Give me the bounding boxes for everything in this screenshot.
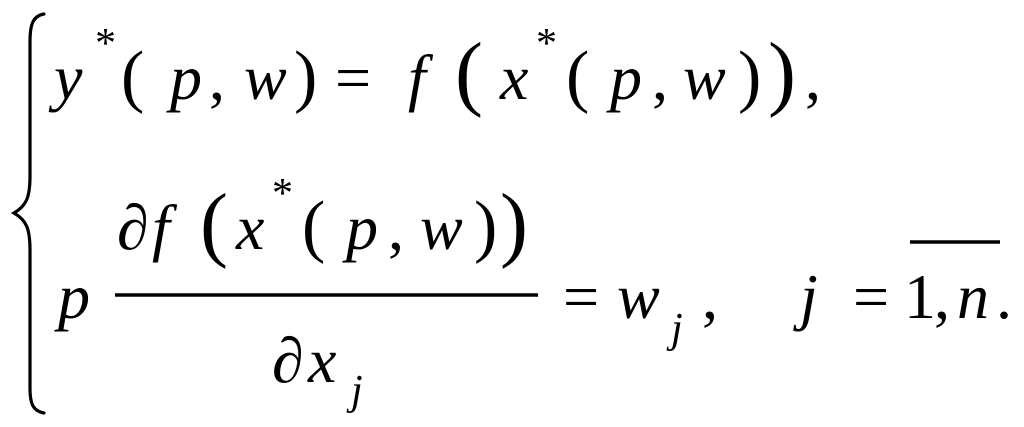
trailing-comma: , — [805, 42, 821, 113]
comma: , — [209, 42, 225, 113]
x-symbol: x — [307, 325, 336, 396]
period: . — [996, 261, 1012, 332]
comma: , — [652, 42, 668, 113]
function-f: f — [152, 192, 178, 263]
wage-symbol: w — [683, 42, 726, 113]
superscript-star: * — [272, 171, 293, 217]
partial-symbol: ∂ — [117, 192, 149, 263]
big-right-paren: ) — [768, 26, 796, 119]
comma: , — [388, 192, 404, 263]
x-star-symbol: x — [499, 42, 528, 113]
wage-symbol: w — [244, 42, 287, 113]
equals-sign: = — [335, 42, 371, 113]
subscript-j: j — [666, 306, 683, 352]
price-symbol: p — [606, 42, 642, 113]
wage-symbol: w — [420, 192, 463, 263]
right-paren: ) — [738, 38, 761, 115]
superscript-star: * — [536, 21, 557, 67]
partial-symbol: ∂ — [272, 325, 304, 396]
equation-line-2: p ∂ f ( x * ( p , w ) ) ∂ x j = w j , j … — [54, 171, 1012, 414]
function-f: f — [408, 42, 434, 113]
equals-sign: = — [563, 261, 599, 332]
left-paren: ( — [302, 188, 325, 265]
equation-line-1: y * ( p , w ) = f ( x * ( p , w ) ) , — [48, 21, 821, 119]
left-paren: ( — [121, 38, 144, 115]
left-paren: ( — [566, 38, 589, 115]
range-start-one: 1 — [904, 261, 936, 332]
big-left-paren: ( — [200, 177, 228, 270]
index-j: j — [793, 261, 818, 332]
price-symbol: p — [342, 192, 378, 263]
price-symbol: p — [166, 42, 202, 113]
left-brace — [10, 12, 46, 415]
x-star-symbol: x — [235, 192, 264, 263]
comma: , — [702, 261, 718, 332]
price-symbol: p — [54, 261, 90, 332]
right-paren: ) — [294, 38, 317, 115]
comma: , — [934, 261, 950, 332]
range-end-n: n — [957, 261, 989, 332]
right-paren: ) — [474, 188, 497, 265]
big-left-paren: ( — [455, 26, 483, 119]
subscript-j: j — [346, 368, 363, 414]
equals-sign: = — [853, 261, 889, 332]
superscript-star: * — [95, 21, 116, 67]
big-right-paren: ) — [500, 177, 528, 270]
wage-symbol: w — [617, 261, 660, 332]
y-star-symbol: y — [48, 42, 83, 113]
